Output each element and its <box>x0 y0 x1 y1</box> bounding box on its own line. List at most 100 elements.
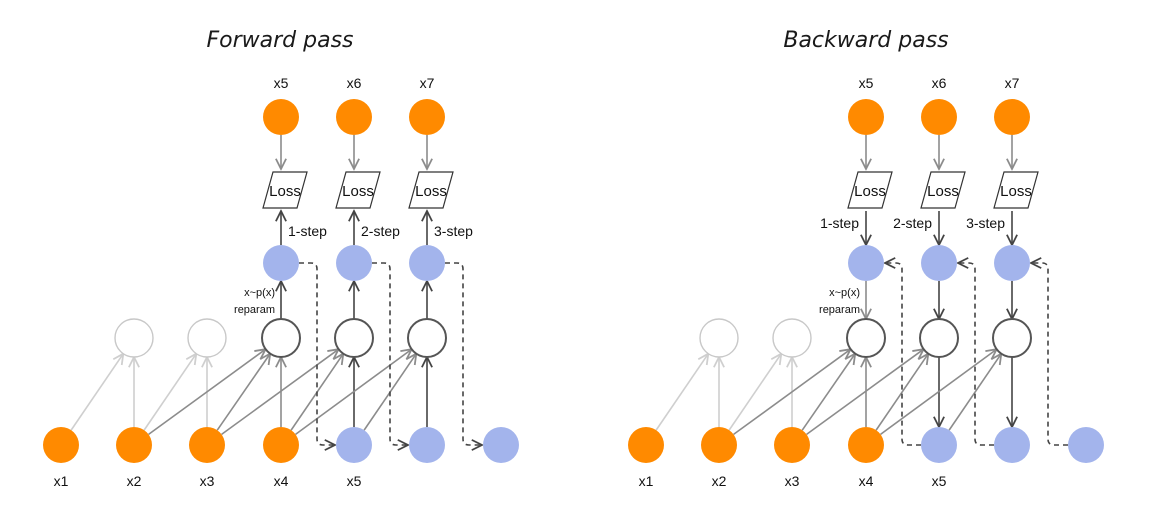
loss-box <box>335 171 381 209</box>
target-label: x5 <box>859 75 874 91</box>
predicted-node <box>336 427 372 463</box>
step-label: 1-step <box>820 215 859 231</box>
loss-label: Loss <box>927 183 959 200</box>
feedback-dashed-path <box>445 262 482 445</box>
observed-node <box>116 427 152 463</box>
bottom-label: x4 <box>859 473 874 489</box>
feedback-dashed-path <box>1031 263 1068 446</box>
loss-label: Loss <box>415 183 447 200</box>
loss-label: Loss <box>854 183 886 200</box>
target-label: x7 <box>420 75 435 91</box>
loss-label: Loss <box>1000 183 1032 200</box>
hidden-node <box>992 318 1032 358</box>
target-label: x6 <box>932 75 947 91</box>
step-label: 1-step <box>288 223 327 239</box>
input-edge <box>875 354 928 431</box>
predicted-node <box>921 427 957 463</box>
target-node <box>921 99 957 135</box>
bottom-label: x1 <box>54 473 69 489</box>
target-node <box>336 99 372 135</box>
step-label: 3-step <box>434 223 473 239</box>
input-edge <box>948 354 1001 431</box>
target-label: x7 <box>1005 75 1020 91</box>
step-label: 2-step <box>893 215 932 231</box>
target-node <box>409 99 445 135</box>
hidden-node <box>261 318 301 358</box>
loss-box <box>408 171 454 209</box>
hidden-node-faded <box>114 318 154 358</box>
hidden-node-faded <box>187 318 227 358</box>
prediction-node <box>848 245 884 281</box>
feedback-dashed-path <box>299 262 335 445</box>
loss-box <box>993 171 1039 209</box>
faded-edge <box>728 354 781 431</box>
faded-edge <box>70 354 123 431</box>
bottom-label: x5 <box>347 473 362 489</box>
feedback-dashed-path <box>885 263 921 446</box>
bottom-label: x4 <box>274 473 289 489</box>
forward-pass-title: Forward pass <box>206 28 354 53</box>
hidden-node <box>407 318 447 358</box>
input-edge <box>148 349 266 436</box>
bottom-label: x3 <box>200 473 215 489</box>
predicted-node <box>483 427 519 463</box>
bottom-label: x2 <box>712 473 727 489</box>
input-edge <box>880 349 997 436</box>
input-edge <box>295 349 412 436</box>
predicted-node <box>994 427 1030 463</box>
prediction-node <box>336 245 372 281</box>
prediction-node <box>994 245 1030 281</box>
faded-edge <box>655 354 708 431</box>
step-label: 2-step <box>361 223 400 239</box>
loss-label: Loss <box>269 183 301 200</box>
step-label: 3-step <box>966 215 1005 231</box>
bottom-label: x1 <box>639 473 654 489</box>
input-edge <box>733 349 851 436</box>
bottom-label: x2 <box>127 473 142 489</box>
observed-node <box>701 427 737 463</box>
hidden-node <box>846 318 886 358</box>
faded-edge <box>143 354 196 431</box>
hidden-node-faded <box>772 318 812 358</box>
observed-node <box>43 427 79 463</box>
reparam-label: x~p(x) <box>829 287 860 299</box>
input-edge <box>801 354 855 431</box>
observed-node <box>628 427 664 463</box>
hidden-node <box>919 318 959 358</box>
hidden-node <box>334 318 374 358</box>
observed-node <box>189 427 225 463</box>
loss-box <box>920 171 966 209</box>
bottom-label: x3 <box>785 473 800 489</box>
prediction-node <box>263 245 299 281</box>
observed-node <box>848 427 884 463</box>
reparam-label: x~p(x) <box>244 287 275 299</box>
feedback-dashed-path <box>958 263 994 446</box>
predicted-node <box>409 427 445 463</box>
predicted-node <box>1068 427 1104 463</box>
hidden-node-faded <box>699 318 739 358</box>
reparam-label: reparam <box>819 304 860 316</box>
input-edge <box>221 349 339 436</box>
loss-label: Loss <box>342 183 374 200</box>
target-node <box>263 99 299 135</box>
feedback-dashed-path <box>372 262 408 445</box>
target-label: x6 <box>347 75 362 91</box>
input-edge <box>806 349 924 436</box>
loss-box <box>262 171 308 209</box>
target-label: x5 <box>274 75 289 91</box>
prediction-node <box>409 245 445 281</box>
backward-pass-title: Backward pass <box>783 28 949 53</box>
input-edge <box>216 354 270 431</box>
target-node <box>994 99 1030 135</box>
bottom-label: x5 <box>932 473 947 489</box>
observed-node <box>774 427 810 463</box>
prediction-node <box>921 245 957 281</box>
target-node <box>848 99 884 135</box>
reparam-label: reparam <box>234 304 275 316</box>
loss-box <box>847 171 893 209</box>
observed-node <box>263 427 299 463</box>
